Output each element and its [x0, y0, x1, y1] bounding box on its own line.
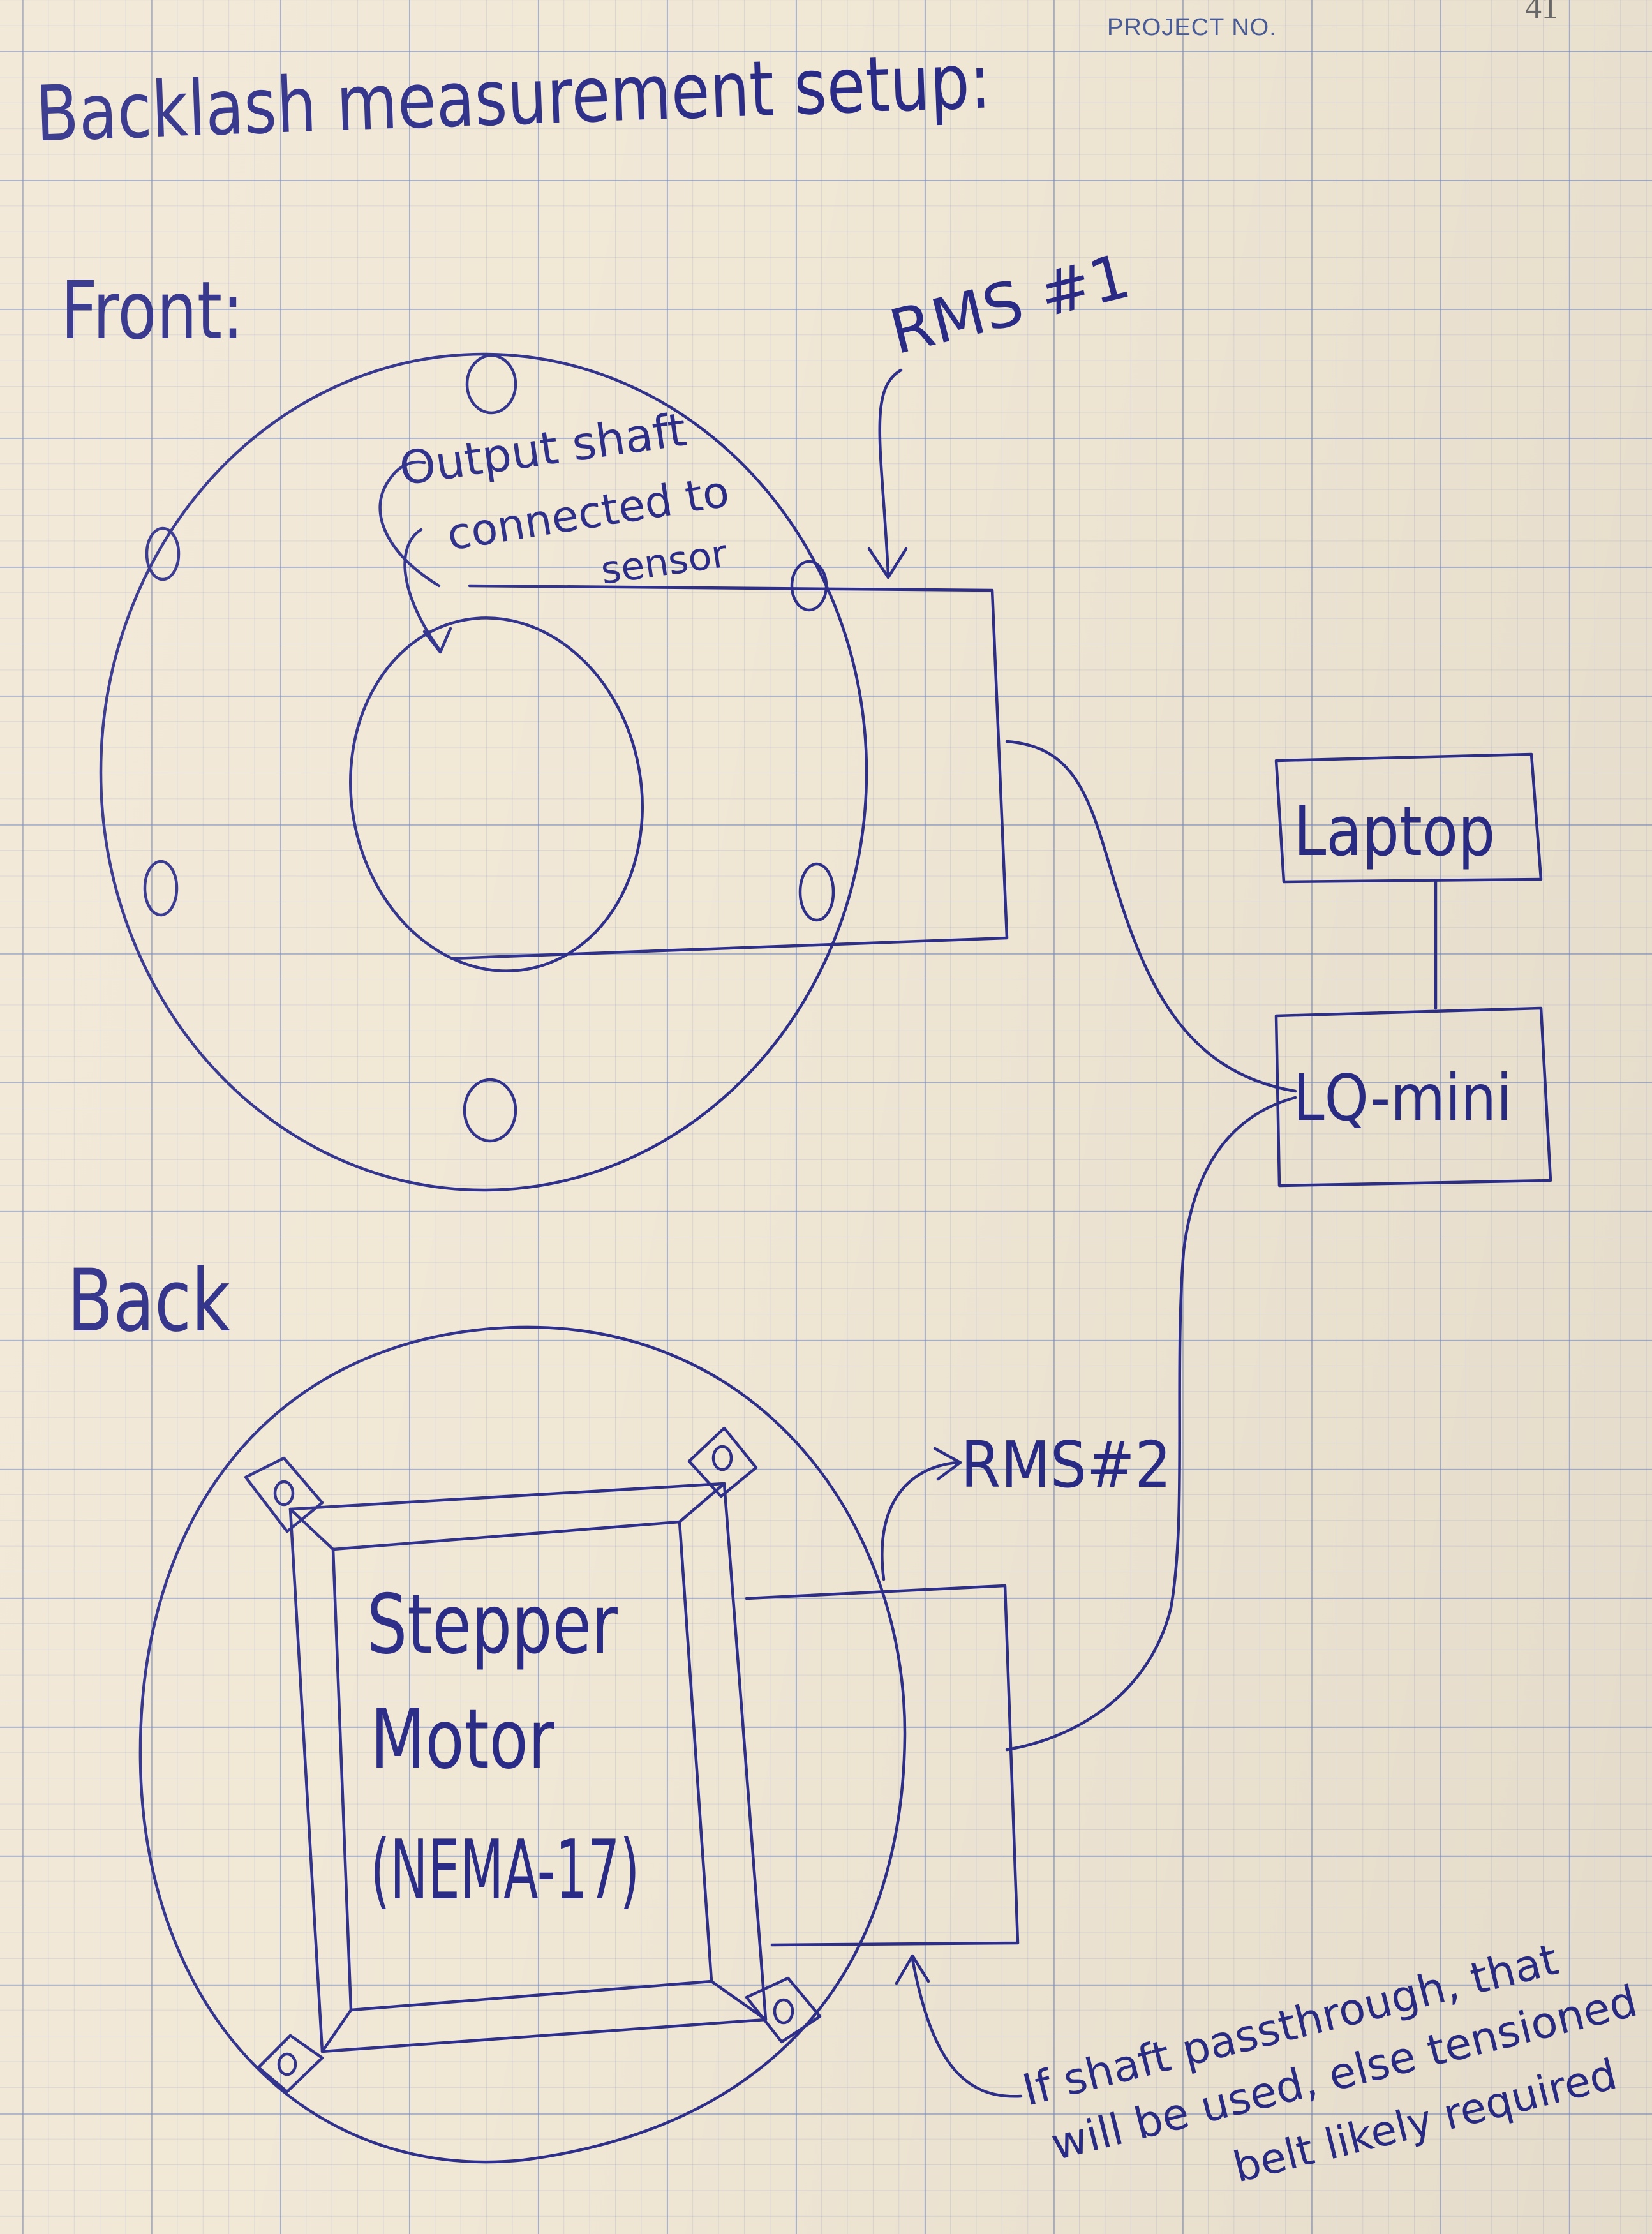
- motor-frame-corner-tl: [288, 1507, 335, 1551]
- front-flange-circle: [99, 352, 868, 1192]
- mount-hole-top: [465, 354, 517, 415]
- rms-sensor-1-box: [450, 584, 1009, 960]
- rms-sensor-2-arrowhead: [933, 1447, 962, 1481]
- mount-hole-upper-left: [145, 526, 181, 581]
- mount-hole-upper-right: [790, 560, 828, 612]
- motor-frame-corner-br: [710, 1979, 768, 2022]
- rms-sensor-2-pointer: [881, 1461, 959, 1581]
- motor-label-line-1: Stepper: [367, 1577, 618, 1672]
- rms-sensor-2-box: [745, 1584, 1020, 1947]
- rms-sensor-1-arrowhead: [867, 547, 908, 579]
- laptop-box[interactable]: [1274, 752, 1543, 884]
- mount-hole-lower-right: [798, 862, 835, 922]
- back-flange-circle: [138, 1325, 907, 2164]
- laptop-label: Laptop: [1293, 791, 1495, 872]
- rms-1-cable: [1005, 740, 1297, 1093]
- passthrough-note-arrowhead: [895, 1954, 930, 1985]
- output-shaft-annotation-curve: [378, 460, 441, 588]
- motor-label-line-2: Motor: [370, 1692, 554, 1787]
- computer-block: Laptop LQ-mini: [1274, 752, 1552, 1188]
- motor-frame-corner-bl: [320, 2008, 353, 2053]
- mount-hole-lower-left: [143, 860, 179, 917]
- rms-sensor-1-pointer: [878, 368, 903, 576]
- back-label: Back: [67, 1251, 230, 1351]
- front-view: Output shaft connected to sensor RMS #1: [99, 240, 1137, 1192]
- output-shaft-circle: [349, 616, 644, 972]
- output-shaft-annotation-arrow: [403, 528, 442, 653]
- lq-mini-box[interactable]: [1274, 1006, 1552, 1188]
- motor-mount-tab-top-right: [687, 1426, 758, 1498]
- rms-sensor-2-label: RMS#2: [961, 1429, 1172, 1503]
- front-label: Front:: [61, 264, 244, 357]
- diagram-title: Backlash measurement setup:: [34, 36, 992, 159]
- back-view: Stepper Motor (NEMA-17) RMS#2: [138, 1325, 1172, 2164]
- motor-frame-corner-tr: [678, 1482, 726, 1524]
- rms-2-cable: [1005, 1096, 1297, 1752]
- lq-mini-label: LQ-mini: [1293, 1062, 1512, 1136]
- output-shaft-arrowhead: [422, 627, 452, 654]
- motor-mount-tab-bottom-left: [257, 2034, 324, 2094]
- motor-mount-tab-top-left: [244, 1456, 324, 1533]
- page-number: 41: [1525, 0, 1558, 26]
- passthrough-note-pointer: [911, 1957, 1023, 2098]
- mount-hole-bottom: [463, 1078, 517, 1143]
- rms-sensor-1-label: RMS #1: [882, 240, 1136, 368]
- motor-label-line-3: (NEMA-17): [370, 1823, 639, 1918]
- motor-mount-tab-bottom-right: [745, 1976, 822, 2044]
- output-shaft-text-line-3: sensor: [598, 532, 730, 593]
- project-number-label: PROJECT NO.: [1107, 14, 1277, 41]
